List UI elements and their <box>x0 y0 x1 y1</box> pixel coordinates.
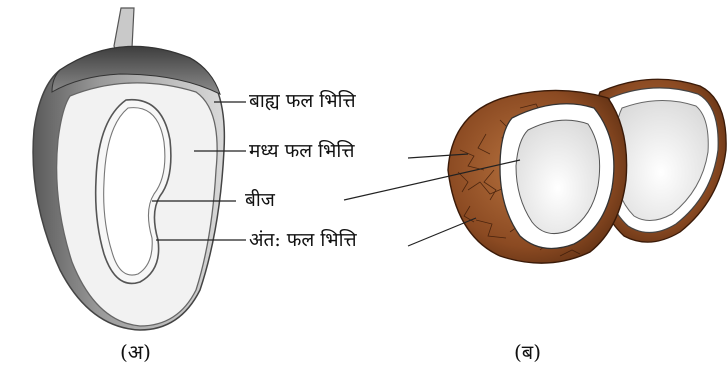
coconut <box>344 79 726 263</box>
label-mesocarp: मध्य फल भित्ति <box>249 140 354 162</box>
caption-figure-b: (ब) <box>514 340 541 364</box>
label-endocarp: अंत: फल भित्ति <box>249 229 357 251</box>
caption-figure-a: (अ) <box>120 340 151 364</box>
leader-coconut-3 <box>408 218 476 246</box>
label-seed: बीज <box>245 189 275 211</box>
mango-section <box>33 8 246 330</box>
label-epicarp: बाह्य फल भित्ति <box>249 90 356 112</box>
